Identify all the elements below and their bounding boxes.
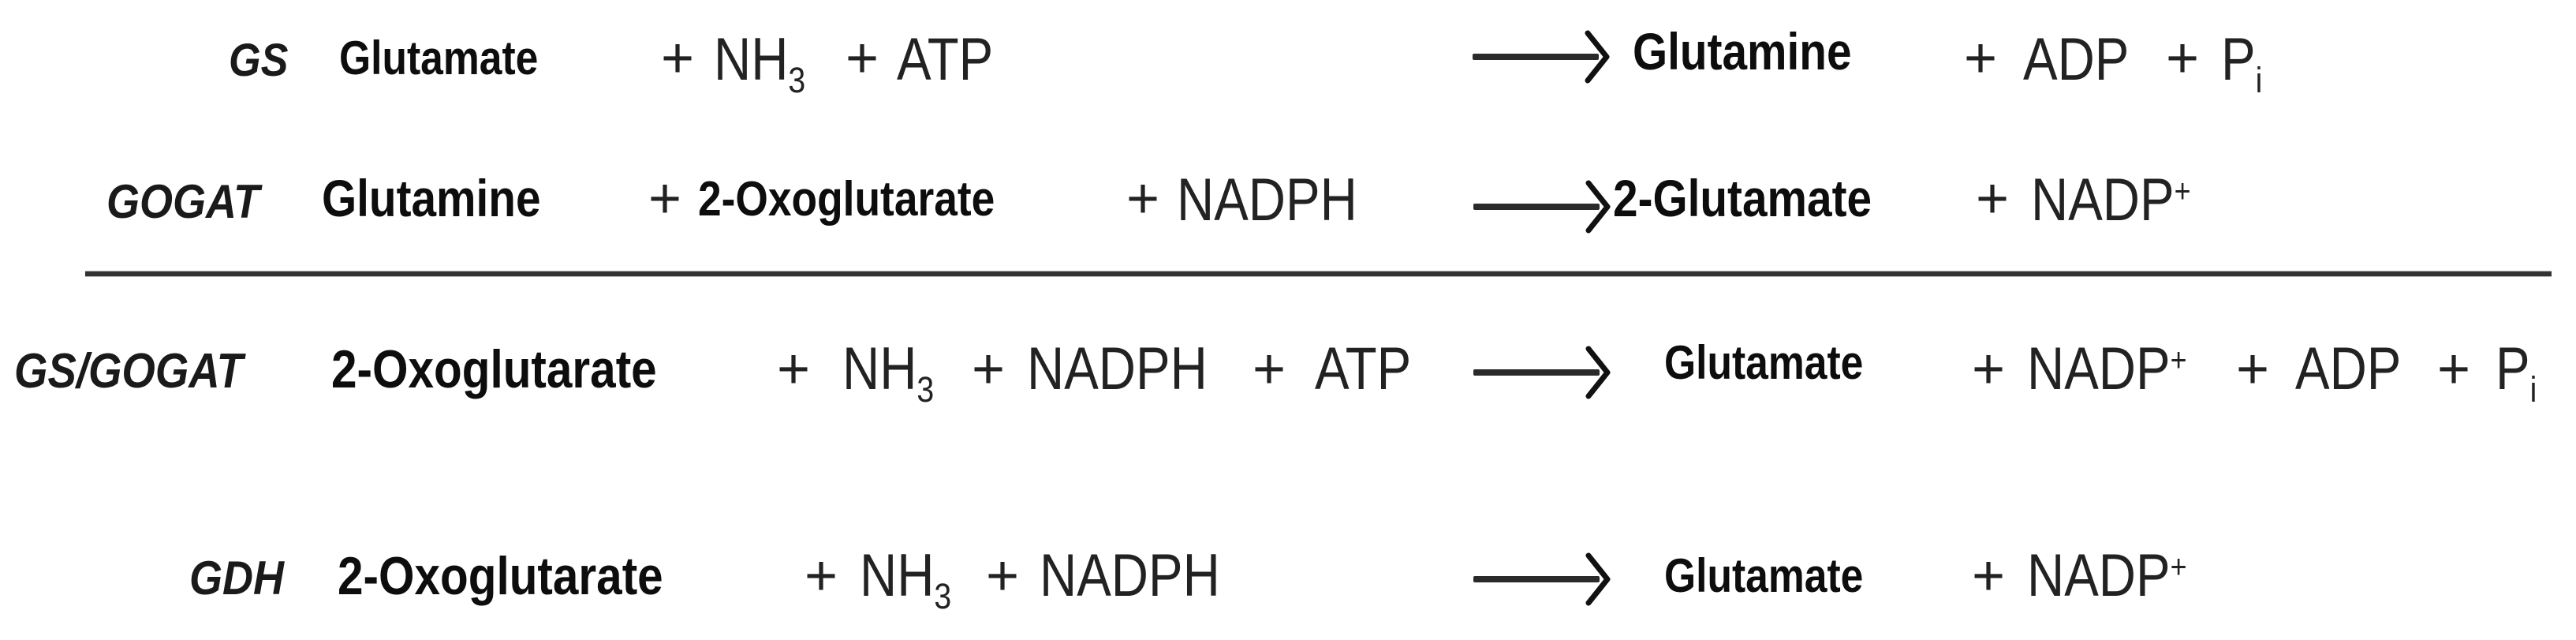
substrate: NH3 <box>860 542 952 616</box>
plus-sign: + <box>972 338 1006 401</box>
plus-sign: + <box>805 545 838 608</box>
enzyme-label: GOGAT <box>106 175 259 228</box>
product: Pi <box>2496 335 2537 410</box>
substrate: 2-Oxoglutarate <box>331 339 657 399</box>
product: ADP <box>2023 26 2130 93</box>
product: Glutamate <box>1664 336 1864 389</box>
plus-sign: + <box>1253 338 1286 401</box>
plus-sign: + <box>2166 27 2200 90</box>
plus-sign: + <box>777 338 811 401</box>
plus-sign: + <box>648 167 682 230</box>
plus-sign: + <box>661 27 695 90</box>
substrate: ATP <box>1315 335 1412 402</box>
plus-sign: + <box>1964 27 1998 90</box>
plus-sign: + <box>1976 167 2010 230</box>
substrate: 2-Oxoglutarate <box>338 546 663 606</box>
enzyme-label: GS/GOGAT <box>14 344 243 399</box>
product: ADP <box>2295 335 2402 402</box>
substrate: NH3 <box>842 335 935 410</box>
product: Pi <box>2221 26 2263 100</box>
plus-sign: + <box>986 545 1020 608</box>
substrate: 2-Oxoglutarate <box>698 172 995 226</box>
summary-divider-line <box>85 271 2552 277</box>
product: NADP+ <box>2031 167 2191 234</box>
plus-sign: + <box>1972 338 2006 401</box>
enzyme-label: GS <box>229 35 289 86</box>
substrate: NADPH <box>1040 542 1220 609</box>
substrate: Glutamate <box>339 32 539 84</box>
product: NADP+ <box>2027 335 2187 402</box>
product: 2-Glutamate <box>1613 169 1872 227</box>
plus-sign: + <box>846 27 879 90</box>
plus-sign: + <box>2437 338 2471 401</box>
substrate: NADPH <box>1177 167 1357 234</box>
plus-sign: + <box>1126 167 1160 230</box>
substrate: NADPH <box>1027 335 1208 402</box>
substrate: NH3 <box>714 26 806 100</box>
plus-sign: + <box>2236 338 2270 401</box>
product: NADP+ <box>2027 542 2187 609</box>
product: Glutamine <box>1633 22 1852 80</box>
product: Glutamate <box>1664 549 1864 602</box>
substrate: ATP <box>897 26 994 93</box>
substrate: Glutamine <box>322 169 541 227</box>
plus-sign: + <box>1972 545 2006 608</box>
enzyme-label: GDH <box>189 552 285 604</box>
